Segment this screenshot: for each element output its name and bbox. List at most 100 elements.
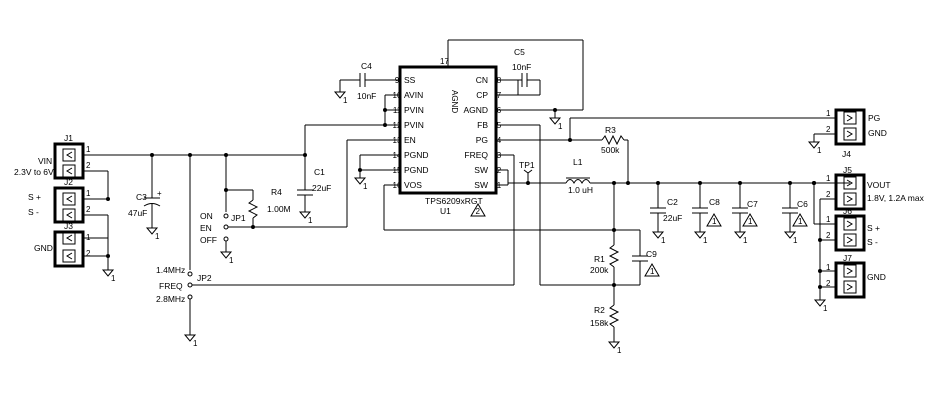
pin-name: VOS bbox=[404, 180, 422, 190]
svg-text:2: 2 bbox=[826, 279, 831, 288]
ic-pin-5: 5FB bbox=[477, 120, 502, 130]
ground-icon: 1 bbox=[145, 227, 160, 241]
svg-text:C9: C9 bbox=[646, 249, 657, 259]
svg-text:2: 2 bbox=[826, 125, 831, 134]
svg-text:1: 1 bbox=[703, 236, 708, 245]
connector-pin bbox=[62, 164, 76, 178]
ground-icon: 1 bbox=[807, 141, 822, 155]
connector-pins-left bbox=[62, 148, 76, 263]
resistor-r4: R4 1.00M bbox=[247, 187, 291, 227]
svg-text:2: 2 bbox=[86, 249, 91, 258]
ic-pin-4: 4 PG bbox=[476, 135, 502, 145]
resistor-r3: R3 500k bbox=[601, 125, 629, 183]
svg-text:500k: 500k bbox=[601, 145, 620, 155]
right-wiring bbox=[812, 117, 836, 300]
pin-number: 6 bbox=[497, 106, 502, 115]
svg-text:J5: J5 bbox=[843, 165, 852, 175]
connector-pin bbox=[843, 233, 857, 247]
connector-pin bbox=[843, 280, 857, 294]
ground-icon: 1 bbox=[333, 91, 348, 105]
connector-j6: J6 S + S - 1 2 bbox=[826, 206, 880, 252]
pin-number: 11 bbox=[393, 106, 402, 115]
svg-text:GND: GND bbox=[867, 272, 886, 282]
svg-text:1: 1 bbox=[193, 339, 198, 348]
svg-text:1: 1 bbox=[650, 267, 655, 276]
connector-pin bbox=[843, 217, 857, 231]
svg-text:2: 2 bbox=[476, 207, 481, 216]
jumper-jp2: 1.4MHz FREQ 2.8MHz JP2 bbox=[156, 155, 212, 335]
svg-text:+: + bbox=[157, 189, 162, 198]
svg-text:GND: GND bbox=[868, 128, 887, 138]
ic-part-number: TPS6209xRGT bbox=[425, 196, 483, 206]
svg-text:1: 1 bbox=[826, 174, 831, 183]
note-triangle: 2 bbox=[470, 203, 486, 217]
pin-name: PG bbox=[476, 135, 488, 145]
svg-text:1: 1 bbox=[86, 145, 91, 154]
svg-text:EN: EN bbox=[200, 223, 212, 233]
svg-text:R1: R1 bbox=[594, 254, 605, 264]
connector-pin bbox=[843, 176, 857, 190]
ground-icon: 1 bbox=[101, 269, 116, 283]
svg-text:J2: J2 bbox=[64, 177, 73, 187]
svg-text:R4: R4 bbox=[271, 187, 282, 197]
svg-text:200k: 200k bbox=[590, 265, 609, 275]
svg-text:1: 1 bbox=[86, 189, 91, 198]
ic-pin-2: 2SW bbox=[474, 165, 502, 175]
svg-text:S +: S + bbox=[28, 192, 41, 202]
pin-number: 9 bbox=[395, 76, 400, 85]
connector-pin bbox=[62, 148, 76, 162]
connector-pin bbox=[843, 192, 857, 206]
ground-icon: 1 bbox=[733, 231, 748, 245]
svg-text:2: 2 bbox=[826, 190, 831, 199]
pin-number: 4 bbox=[497, 136, 502, 145]
resistor-r2: R2 158k bbox=[590, 304, 620, 342]
svg-text:S +: S + bbox=[867, 223, 880, 233]
svg-text:1: 1 bbox=[826, 215, 831, 224]
svg-text:R2: R2 bbox=[594, 305, 605, 315]
pin-number: 7 bbox=[497, 91, 502, 100]
connector-j1: J1 VIN 2.3V to 6V 1 2 bbox=[14, 133, 91, 180]
connector-j7: J7 GND 1 2 bbox=[826, 253, 886, 299]
svg-text:R3: R3 bbox=[605, 125, 616, 135]
pin-name: AGND bbox=[463, 105, 488, 115]
svg-text:C5: C5 bbox=[514, 47, 525, 57]
svg-text:158k: 158k bbox=[590, 318, 609, 328]
svg-text:S -: S - bbox=[28, 207, 39, 217]
svg-text:C8: C8 bbox=[709, 197, 720, 207]
pin-name: SW bbox=[474, 165, 488, 175]
svg-text:S -: S - bbox=[867, 237, 878, 247]
svg-text:1: 1 bbox=[661, 236, 666, 245]
pin-name: SW bbox=[474, 180, 488, 190]
svg-text:VOUT: VOUT bbox=[867, 180, 891, 190]
svg-text:J4: J4 bbox=[842, 149, 851, 159]
ground-icon: 1 bbox=[813, 299, 828, 313]
pin-number: 15 bbox=[393, 166, 402, 175]
jumper-jp1: ON EN OFF JP1 bbox=[200, 155, 347, 252]
pin-number: 16 bbox=[393, 181, 402, 190]
svg-text:C2: C2 bbox=[667, 197, 678, 207]
svg-text:1.8V, 1.2A max: 1.8V, 1.2A max bbox=[867, 193, 925, 203]
svg-text:1: 1 bbox=[558, 122, 563, 131]
ground-icon: 1 bbox=[219, 251, 234, 265]
pin-name: EN bbox=[404, 135, 416, 145]
ic-pin-8: 8CN bbox=[476, 75, 502, 85]
pin-number: 3 bbox=[497, 151, 502, 160]
svg-text:1: 1 bbox=[826, 109, 831, 118]
ground-icon: 1 bbox=[607, 341, 622, 355]
svg-text:1.4MHz: 1.4MHz bbox=[156, 265, 185, 275]
svg-text:L1: L1 bbox=[573, 157, 583, 167]
pin-name: CN bbox=[476, 75, 488, 85]
svg-text:J7: J7 bbox=[843, 253, 852, 263]
capacitor-c7: C7 1 bbox=[732, 183, 758, 232]
ground-icon: 1 bbox=[651, 231, 666, 245]
connector-pin bbox=[843, 264, 857, 278]
svg-text:JP1: JP1 bbox=[231, 213, 246, 223]
svg-text:PG: PG bbox=[868, 113, 880, 123]
svg-text:1: 1 bbox=[743, 236, 748, 245]
